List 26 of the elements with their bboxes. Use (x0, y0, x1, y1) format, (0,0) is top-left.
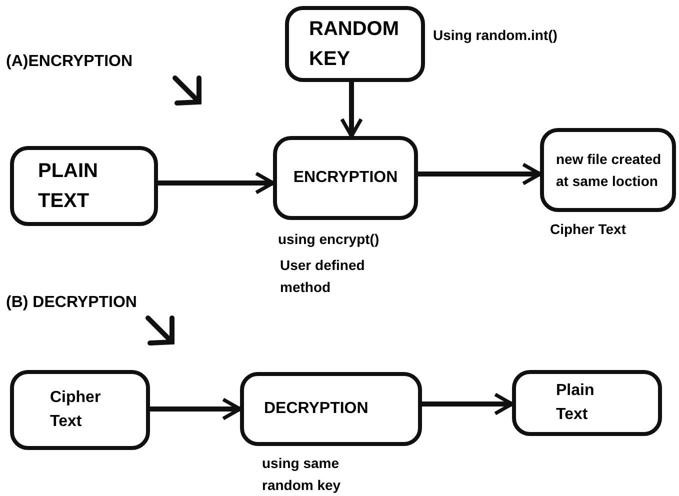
box-label: DECRYPTION (264, 399, 370, 419)
annotation-text: Using random.int() (433, 26, 558, 45)
process-box (10, 370, 150, 450)
arrow (340, 82, 363, 138)
section-heading: (B) DECRYPTION (6, 293, 137, 313)
process-box (240, 372, 422, 446)
annotation-text: using same random key (262, 454, 342, 495)
process-box (273, 136, 418, 220)
box-label: ENCRYPTION (293, 168, 398, 188)
arrow (422, 392, 514, 416)
box-label: PLAIN TEXT (38, 159, 99, 214)
process-box (285, 6, 425, 82)
box-label: new file created at same loction (556, 150, 662, 191)
arrow (150, 398, 242, 420)
annotation-text: using encrypt() (278, 230, 380, 249)
box-label: RANDOM KEY (309, 17, 399, 72)
annotation-text: Cipher Text (550, 220, 627, 239)
annotation-text: User defined method (280, 256, 366, 297)
box-label: Plain Text (556, 381, 596, 425)
process-box (512, 370, 662, 436)
process-box (10, 146, 158, 226)
arrow (158, 172, 275, 194)
arrow (418, 162, 542, 186)
box-label: Cipher Text (50, 388, 102, 432)
section-heading: (A)ENCRYPTION (6, 52, 133, 72)
process-box (540, 128, 676, 212)
